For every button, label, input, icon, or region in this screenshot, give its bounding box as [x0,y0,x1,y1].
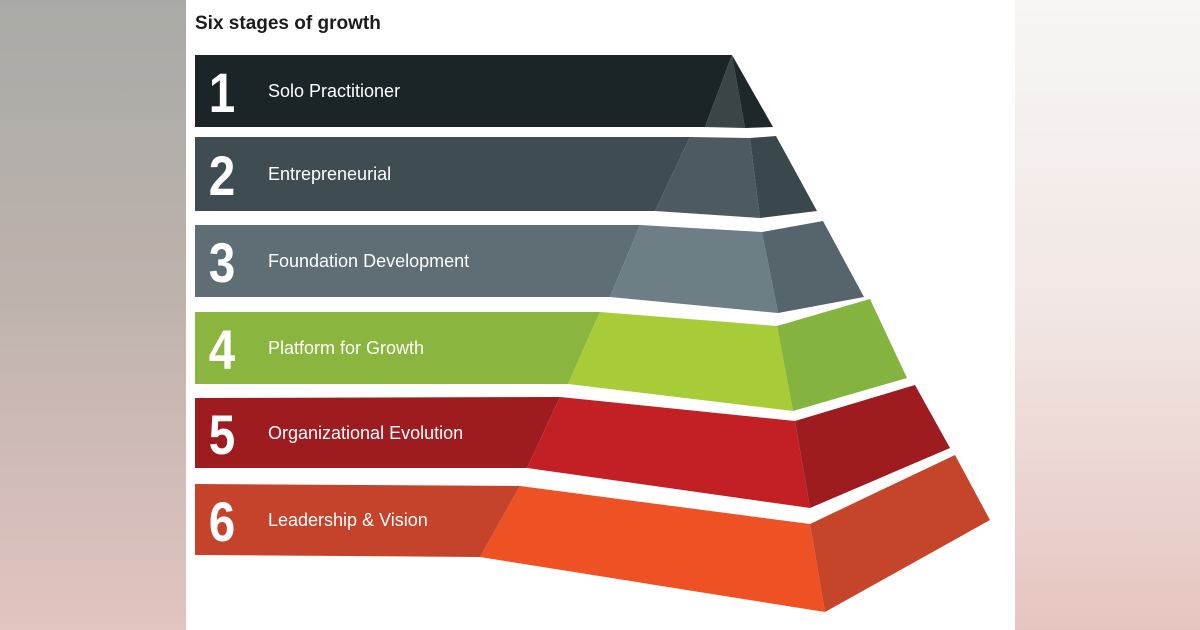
stage-label: Entrepreneurial [268,164,392,184]
background-right [1015,0,1200,630]
stage-label: Leadership & Vision [268,509,428,530]
stage-number: 3 [208,230,236,294]
pyramid-side-face [750,136,817,218]
stage-label: Solo Practitioner [268,81,401,101]
pyramid-front-face [480,486,825,612]
diagram-title: Six stages of growth [195,13,381,34]
stage-label: Foundation Development [268,250,470,271]
stage-number: 6 [208,489,236,553]
stage-3 [195,221,864,313]
pyramid-front-face [610,225,778,313]
stage-4 [195,299,907,411]
stage-1 [195,55,773,128]
pyramid-side-face [732,55,773,128]
stage-5 [195,385,950,508]
stage-label: Organizational Evolution [268,423,464,443]
stage-bar [195,55,732,127]
stage-6 [195,455,990,612]
stage-bar [195,397,560,468]
stage-bar [195,225,640,297]
stage-bar [195,137,690,211]
stage-number: 2 [208,144,236,207]
pyramid-side-face [795,385,950,508]
stage-2 [195,136,817,218]
stage-number: 5 [208,403,236,466]
stage-label: Platform for Growth [268,337,425,358]
pyramid-side-face [762,221,864,313]
pyramid-front-face [527,397,810,508]
pyramid-side-face [810,455,990,612]
stage-bar [195,312,600,384]
pyramid-front-face [655,137,760,218]
pyramid-front-face [705,55,745,128]
stage-number: 4 [208,317,236,381]
stage-number: 1 [208,61,236,124]
pyramid-side-face [777,299,907,411]
pyramid-front-face [568,312,793,411]
stage-bar [195,484,520,557]
